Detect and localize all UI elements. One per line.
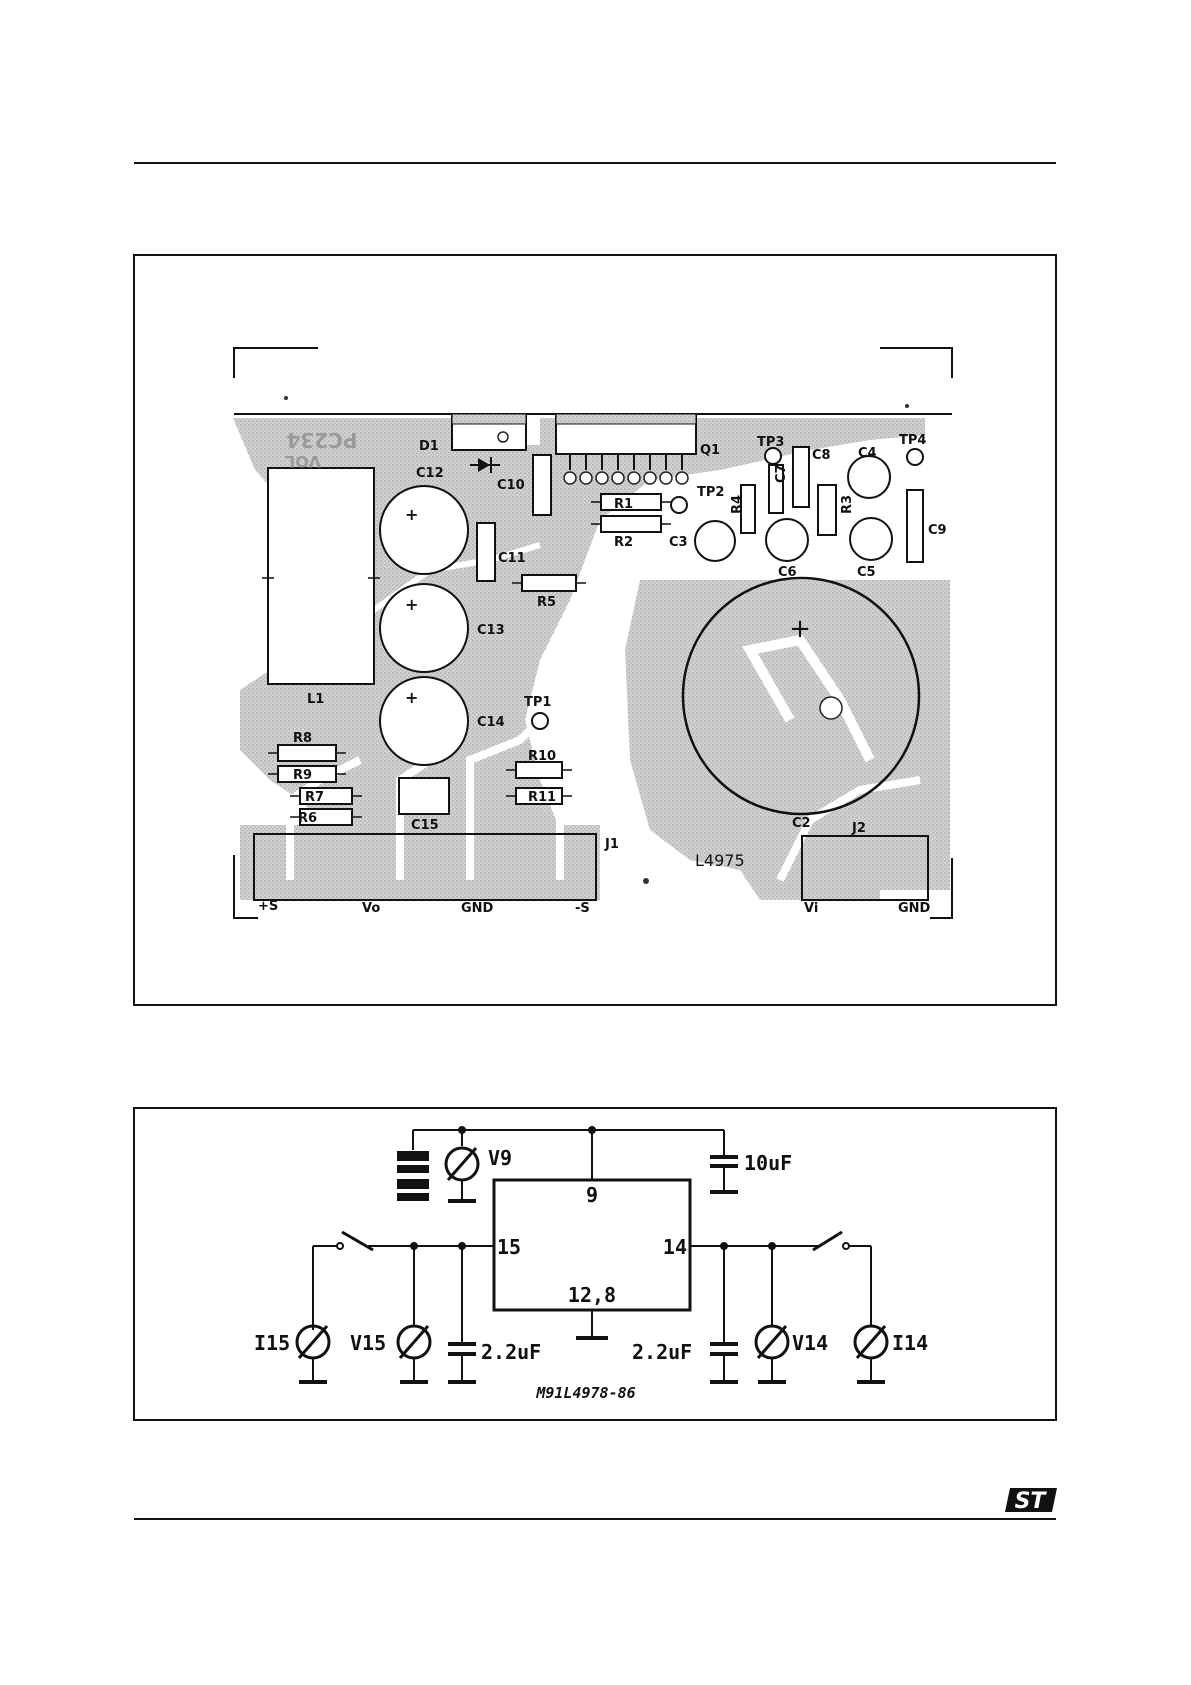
label-r9: R9 [293,768,312,783]
label-v15: V15 [350,1331,386,1355]
capacitor-c11 [477,523,495,581]
testpoint-tp3 [765,448,781,464]
label-r2: R2 [614,535,633,550]
label-r10: R10 [528,749,556,764]
label-tp1: TP1 [524,695,551,710]
label-cap-10uf: 10uF [744,1151,792,1175]
capacitor-c9 [907,490,923,562]
label-tp3: TP3 [757,435,784,450]
label-i15: I15 [254,1331,290,1355]
testpoint-tp2 [671,497,687,513]
board-version-text: VOL [285,452,321,471]
copper-region-right [625,580,950,900]
label-tp2: TP2 [697,485,724,500]
label-r3: R3 [840,495,855,514]
label-v14: V14 [792,1331,828,1355]
label-c8: C8 [812,448,831,463]
testpoint-tp4 [907,449,923,465]
label-r8: R8 [293,731,312,746]
resistor-r8 [278,745,336,761]
capacitor-c5 [850,518,892,560]
c2-polarity-plus: + [789,614,811,644]
capacitor-c4 [848,456,890,498]
capacitor-c14: + [380,677,468,765]
label-cap-left-2-2uf: 2.2uF [481,1340,541,1364]
label-d1: D1 [419,439,439,454]
label-l1: L1 [307,692,324,707]
label-gnd-j2: GND [898,901,931,916]
capacitor-c10 [533,455,551,515]
label-c13: C13 [477,623,505,638]
label-v9: V9 [488,1146,512,1170]
label-cap-right-2-2uf: 2.2uF [632,1340,692,1364]
label-r7: R7 [305,790,324,805]
label-r1: R1 [614,497,633,512]
label-tp4: TP4 [899,433,926,448]
capacitor-c6 [766,519,808,561]
capacitor-c15 [399,778,449,814]
label-gnd-j1: GND [461,901,494,916]
label-vo: Vo [362,901,380,916]
svg-text:+: + [405,595,418,614]
label-vi: Vi [804,901,818,916]
label-q1: Q1 [700,443,720,458]
resistor-r2 [601,516,661,532]
label-r6: R6 [298,811,317,826]
label-r5: R5 [537,595,556,610]
resistor-r5 [522,575,576,591]
pin-9-label: 9 [586,1183,598,1207]
label-c12: C12 [416,466,444,481]
label-c15: C15 [411,818,439,833]
schematic-code: M91L4978-86 [535,1384,635,1402]
st-logo: ST [1005,1488,1057,1514]
testpoint-tp1 [532,713,548,729]
capacitor-c3 [695,521,735,561]
pin-15-label: 15 [497,1235,521,1259]
label-c2: C2 [792,816,811,831]
label-j1: J1 [604,837,619,852]
resistor-r10 [516,762,562,778]
svg-text:+: + [405,688,418,707]
label-chip-l4975: L4975 [695,851,745,870]
capacitor-c12: + [380,486,468,574]
label-c7: C7 [774,464,789,483]
label-c6: C6 [778,565,797,580]
label-c5: C5 [857,565,876,580]
label-plus-s: +S [258,899,278,914]
label-minus-s: -S [575,901,590,916]
svg-text:+: + [405,505,418,524]
capacitor-c13: + [380,584,468,672]
label-j2: J2 [851,821,866,836]
label-c11: C11 [498,551,526,566]
label-c4: C4 [858,446,877,461]
label-c14: C14 [477,715,505,730]
label-i14: I14 [892,1331,928,1355]
st-logo-text: ST [1015,1489,1048,1514]
pcb-layout: + + + [233,348,952,918]
inductor-l1 [268,468,374,684]
pin-12-8-label: 12,8 [568,1283,616,1307]
capacitor-c8 [793,447,809,507]
pin-14-label: 14 [663,1235,687,1259]
label-c10: C10 [497,478,525,493]
resistor-r3 [818,485,836,535]
label-r11: R11 [528,790,556,805]
label-r4: R4 [730,495,745,514]
board-code-text: PC234 [286,428,357,452]
schematic-frame [134,1108,1056,1420]
label-c9: C9 [928,523,947,538]
label-c3: C3 [669,535,688,550]
